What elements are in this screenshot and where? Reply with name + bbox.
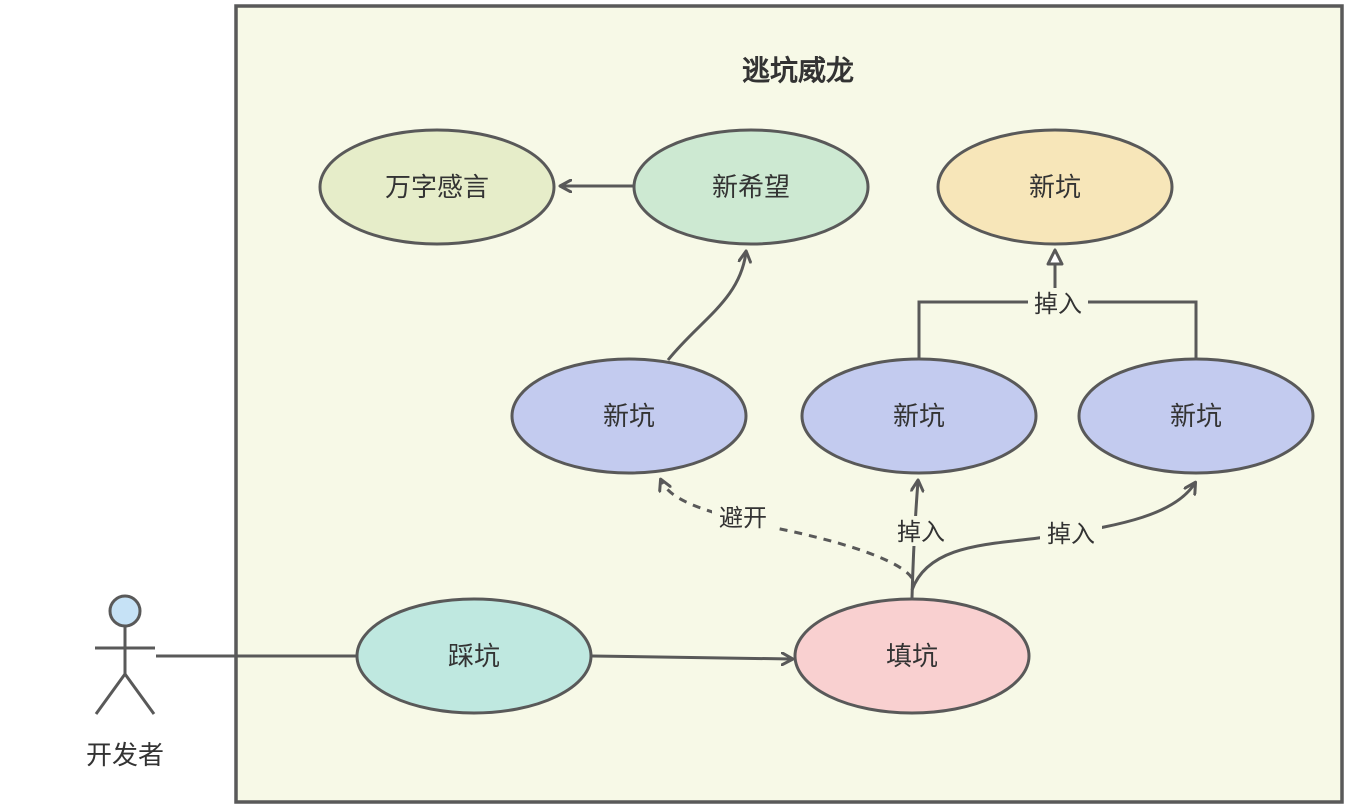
node-xinkeng-left[interactable]: 新坑 xyxy=(510,357,748,475)
actor-head-icon xyxy=(108,594,142,628)
actor-right-leg xyxy=(123,673,156,715)
label-bg-fall-right xyxy=(1040,518,1102,548)
actor-left-leg xyxy=(94,673,127,715)
actor-label: 开发者 xyxy=(86,741,164,771)
edge-label-fall-merge: 掉入 xyxy=(1034,290,1082,318)
edge-label-fall-right: 掉入 xyxy=(1047,520,1095,548)
label-bg-fall-merge xyxy=(1028,288,1088,318)
node-caikeng[interactable]: 踩坑 xyxy=(355,597,593,715)
label-bg-avoid xyxy=(712,502,774,532)
node-tiankeng-label: 填坑 xyxy=(886,642,938,672)
node-xiwang[interactable]: 新希望 xyxy=(632,128,870,246)
node-xinkeng-right-label: 新坑 xyxy=(1170,402,1222,432)
node-xinkeng-mid-label: 新坑 xyxy=(893,402,945,432)
node-xinkeng-left-label: 新坑 xyxy=(603,402,655,432)
edge-label-avoid: 避开 xyxy=(719,504,767,532)
node-xinkeng-right[interactable]: 新坑 xyxy=(1077,357,1315,475)
edge-label-fall-mid: 掉入 xyxy=(897,518,945,546)
node-tiankeng[interactable]: 填坑 xyxy=(793,597,1031,715)
node-xinkeng-mid[interactable]: 新坑 xyxy=(800,357,1038,475)
arrow-xinkeng-to-xiwang xyxy=(666,252,746,361)
node-xinkeng-top[interactable]: 新坑 xyxy=(936,128,1174,246)
node-wanzi[interactable]: 万字感言 xyxy=(318,128,556,246)
node-xinkeng-top-label: 新坑 xyxy=(1029,173,1081,203)
actor-developer[interactable]: 开发者 xyxy=(86,594,164,771)
node-wanzi-label: 万字感言 xyxy=(385,173,489,203)
diagram-title: 逃坑威龙 xyxy=(742,54,854,87)
arrow-caikeng-to-tiankeng xyxy=(591,656,792,659)
label-bg-fall-mid xyxy=(891,516,951,546)
node-caikeng-label: 踩坑 xyxy=(448,642,500,672)
node-xiwang-label: 新希望 xyxy=(712,173,790,203)
